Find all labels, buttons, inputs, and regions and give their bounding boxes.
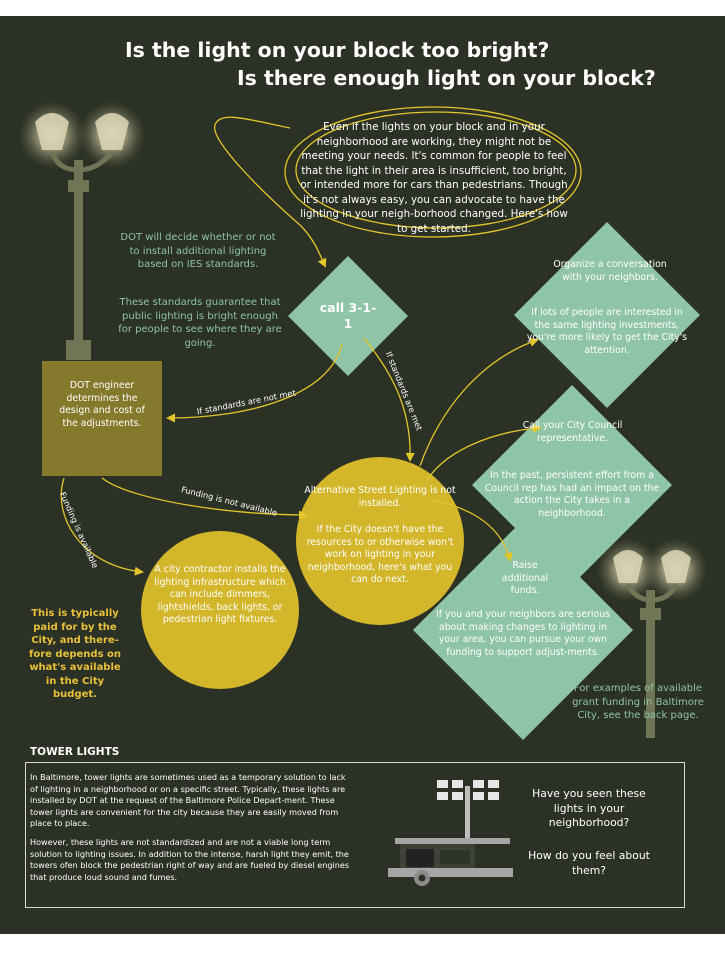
tower-question-1: Have you seen these lights in your neigh… [532, 787, 646, 830]
arrow-to-funds [429, 499, 513, 562]
arrow-to-organize [419, 338, 539, 467]
intro-text: Even if the lights on your block and in … [300, 121, 568, 235]
funds-diamond [413, 520, 633, 740]
left-street-lamp-icon [18, 101, 146, 360]
contractor-circle [141, 531, 299, 689]
tower-lights-heading: TOWER LIGHTS [30, 746, 120, 758]
engineer-box [42, 361, 162, 476]
tower-question-2: How do you feel about them? [528, 849, 650, 877]
funds-body: If you and your neighbors are serious ab… [436, 609, 610, 658]
organize-title: Organize a conversation with your neighb… [553, 259, 667, 283]
alternative-lighting-circle [296, 457, 464, 625]
contractor-label: A city contractor installs the lighting … [154, 564, 286, 625]
council-body: In the past, persistent effort from a Co… [484, 470, 660, 519]
standards-note: These standards guarantee that public li… [118, 297, 282, 349]
call-311-diamond [288, 256, 408, 376]
arrow-funding-not [101, 477, 308, 520]
arrow-funding-avail [60, 477, 144, 576]
organize-body: If lots of people are interested in the … [526, 307, 688, 356]
tower-lights-box [25, 762, 685, 908]
tower-light-icon [388, 780, 513, 886]
intro-loop-arrow [214, 106, 582, 268]
call-311-label: call 3-1-1 [319, 300, 377, 331]
title-line-2: Is there enough light on your block? [237, 66, 656, 90]
alternative-lighting-body: If the City doesn't have the resources t… [306, 524, 454, 585]
tower-paragraph-2: However, these lights are not standardiz… [30, 837, 350, 882]
alternative-lighting-title: Alternative Street Lighting is not insta… [304, 485, 456, 509]
engineer-label: DOT engineer determines the design and c… [59, 380, 145, 429]
funds-title: Raise additional funds. [501, 560, 549, 596]
arrow-to-council [426, 423, 542, 481]
dot-decision-note: DOT will decide whether or not to instal… [120, 232, 276, 270]
arrow-std-met [363, 337, 415, 462]
council-title: Call your City Council representative. [522, 420, 623, 444]
arrow-std-not-met [166, 343, 343, 423]
paid-by-city-note: This is typically paid for by the City, … [29, 608, 121, 700]
organize-diamond [514, 222, 700, 408]
right-street-lamp-icon [596, 538, 708, 738]
title-line-1: Is the light on your block too bright? [125, 38, 550, 62]
tower-paragraph-1: In Baltimore, tower lights are sometimes… [30, 772, 346, 829]
grant-funding-note: For examples of available grant funding … [572, 683, 704, 721]
